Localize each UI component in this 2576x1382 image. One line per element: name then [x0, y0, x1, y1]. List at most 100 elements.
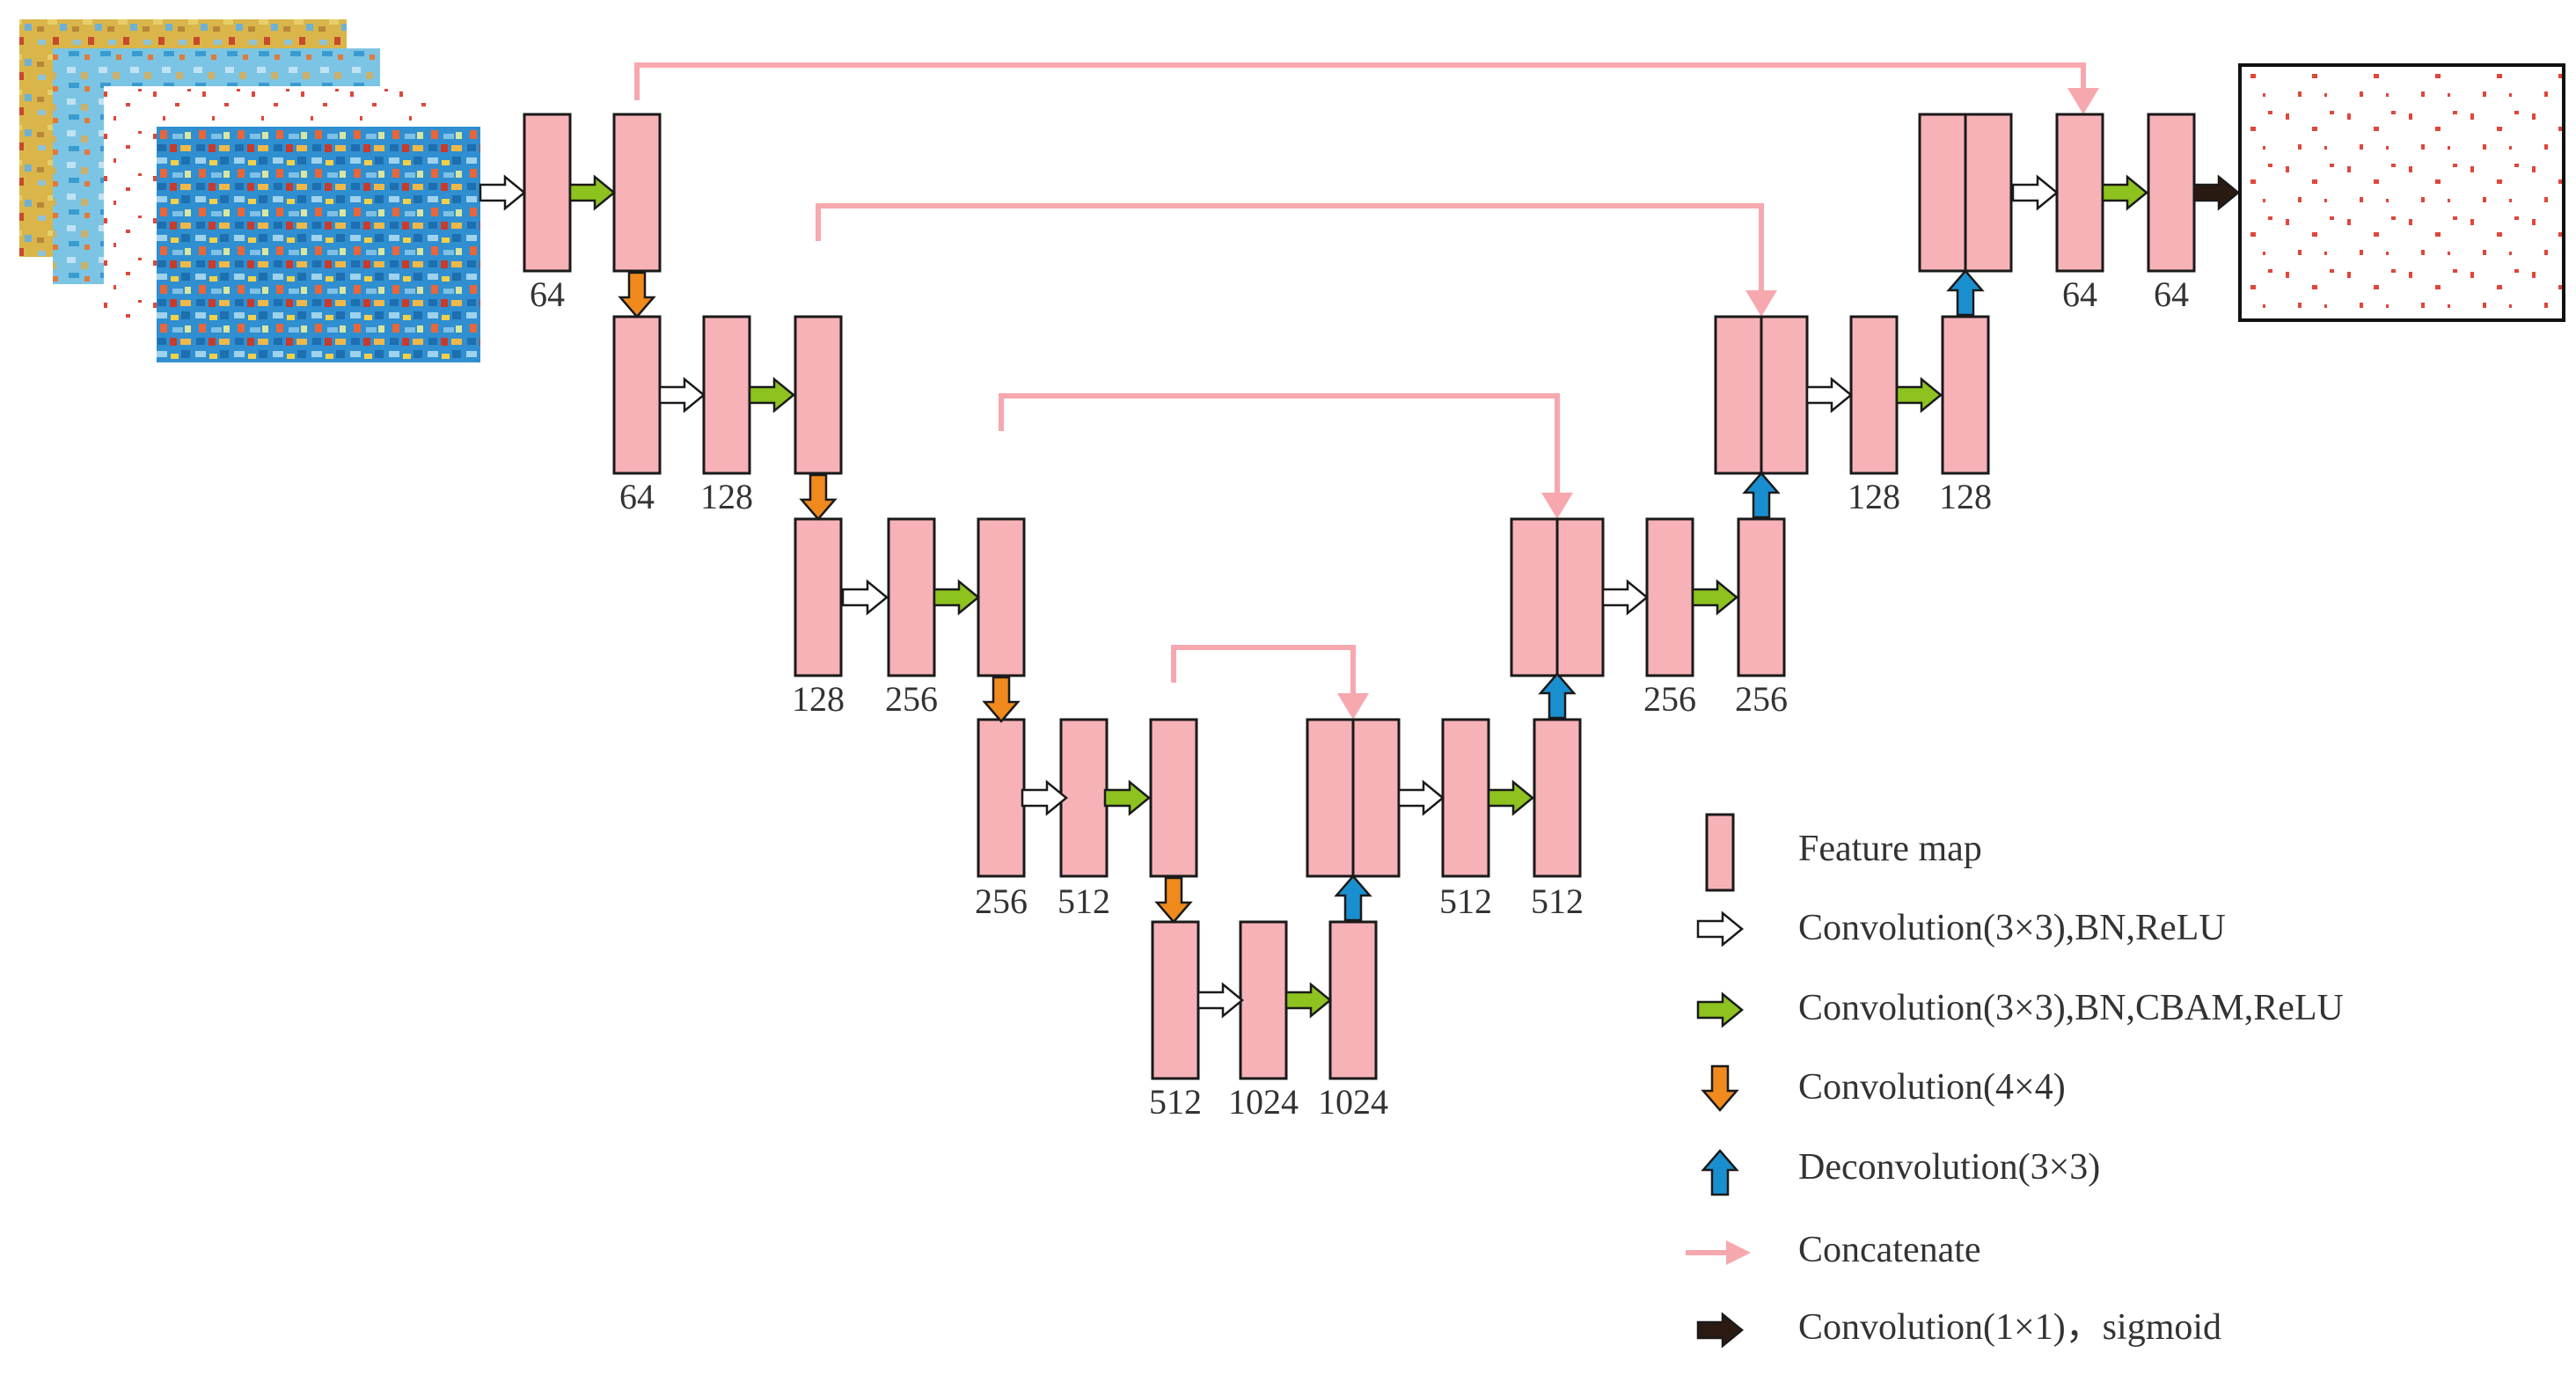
concatenate-arrowhead	[2067, 88, 2099, 114]
conv1x1-sigmoid-arrow-icon	[2192, 174, 2240, 211]
legend-pink-arrow-head	[1726, 1240, 1751, 1265]
downsample-arrow-icon	[618, 271, 656, 318]
feature-map	[1149, 718, 1198, 878]
legend-blue-up-arrow-icon	[1701, 1149, 1739, 1196]
conv-bn-relu-arrow-icon	[841, 579, 889, 616]
skip-connections	[634, 62, 2099, 720]
feature-map	[612, 113, 662, 273]
channel-label: 128	[1848, 477, 1900, 516]
conv-bn-relu-arrow-icon	[479, 174, 526, 211]
legend-pink-arrow-icon	[1686, 1240, 1751, 1265]
concatenate-connection	[999, 393, 1560, 496]
feature-map	[794, 315, 843, 475]
legend-conv4x4-label: Convolution(4×4)	[1798, 1067, 2066, 1108]
legend-white-arrow-shape	[1696, 910, 1744, 947]
conv-bn-cbam-relu-arrow-icon	[1895, 377, 1943, 413]
input-image-layer	[157, 127, 480, 362]
input-image-stack	[19, 19, 480, 362]
legend-black-arrow-shape	[1696, 1312, 1744, 1349]
channel-label: 64	[619, 477, 655, 516]
conv-bn-relu-arrow-icon	[2011, 174, 2059, 211]
conv-bn-cbam-relu-arrow-icon	[1103, 779, 1151, 816]
channel-label: 128	[1939, 477, 1992, 516]
conv-bn-cbam-relu-arrow-icon	[568, 174, 616, 211]
channel-label: 64	[2062, 274, 2097, 314]
feature-map	[1533, 718, 1582, 878]
feature-map	[1510, 517, 1559, 677]
feature-map	[1941, 315, 1990, 475]
feature-map	[702, 315, 751, 475]
channel-label: 64	[530, 274, 565, 314]
legend-green-arrow-icon	[1696, 991, 1744, 1028]
conv-bn-cbam-relu-arrow-icon	[1487, 779, 1534, 816]
channel-label: 512	[1057, 881, 1110, 921]
concatenate-connection	[1171, 645, 1356, 697]
concatenate-arrowhead	[1337, 693, 1369, 720]
conv-bn-cbam-relu-arrow-icon	[933, 579, 980, 616]
conv-bn-cbam-relu-arrow-icon	[1284, 982, 1332, 1019]
channel-label: 256	[1643, 679, 1696, 719]
deconv-arrow-icon	[1334, 874, 1372, 922]
deconv-arrow-icon	[1946, 269, 1985, 317]
feature-map	[1849, 315, 1899, 475]
concatenate-connection	[816, 203, 1764, 294]
channel-label: 256	[975, 881, 1028, 921]
channel-label: 512	[1439, 881, 1492, 921]
channel-label: 64	[2154, 274, 2189, 314]
feature-map	[794, 517, 843, 677]
channel-label: 1024	[1318, 1082, 1388, 1122]
feature-map	[523, 113, 572, 273]
conv-bn-relu-arrow-icon	[1397, 779, 1445, 816]
deconv-arrow-icon	[1538, 672, 1577, 720]
feature-map	[1239, 920, 1288, 1080]
feature-map	[1555, 517, 1605, 677]
concatenate-arrowhead	[1541, 493, 1573, 519]
downsample-arrow-icon	[1154, 876, 1193, 924]
conv-bn-relu-arrow-icon	[1601, 579, 1649, 616]
operation-arrows	[479, 174, 2240, 1019]
legend-feature-map-label: Feature map	[1798, 829, 1982, 869]
feature-map	[1964, 113, 2013, 273]
legend-conv-bn-relu-label: Convolution(3×3),BN,ReLU	[1798, 908, 2226, 948]
legend-conv1x1-sigmoid-label: Convolution(1×1)，sigmoid	[1798, 1307, 2221, 1348]
feature-map	[977, 718, 1026, 878]
legend-concatenate-label: Concatenate	[1798, 1230, 1981, 1270]
feature-map	[1645, 517, 1694, 677]
feature-map	[1441, 718, 1490, 878]
feature-map	[1328, 920, 1378, 1080]
legend-white-arrow-icon	[1696, 910, 1744, 947]
concatenate-connection	[634, 62, 2086, 100]
feature-maps	[523, 113, 2196, 1080]
feature-map	[977, 517, 1026, 677]
feature-map	[2147, 113, 2196, 273]
feature-map	[2055, 113, 2104, 273]
channel-label: 1024	[1228, 1082, 1299, 1122]
concatenate-arrowhead	[1745, 290, 1777, 317]
output-prediction-image	[2238, 63, 2565, 322]
feature-map	[1737, 517, 1786, 677]
deconv-arrow-icon	[1742, 472, 1781, 519]
channel-label: 256	[1735, 679, 1788, 719]
feature-map	[1059, 718, 1109, 878]
legend-blue-arrow-shape	[1701, 1149, 1739, 1196]
feature-map	[1714, 315, 1763, 475]
conv-bn-relu-arrow-icon	[1197, 982, 1244, 1019]
legend-green-arrow-shape	[1696, 991, 1744, 1028]
channel-label: 256	[885, 679, 938, 719]
downsample-arrow-icon	[799, 473, 838, 521]
legend-conv-bn-cbam-relu-label: Convolution(3×3),BN,CBAM,ReLU	[1798, 988, 2344, 1028]
legend-orange-down-arrow-icon	[1701, 1064, 1739, 1112]
feature-map	[1306, 718, 1355, 878]
feature-map	[612, 315, 662, 475]
feature-map	[1918, 113, 1967, 273]
legend-black-arrow-icon	[1696, 1312, 1744, 1349]
channel-label: 128	[792, 679, 845, 719]
channel-label: 512	[1149, 1082, 1202, 1122]
feature-map	[887, 517, 936, 677]
conv-bn-cbam-relu-arrow-icon	[748, 377, 795, 413]
legend-feature-map-swatch	[1705, 813, 1735, 892]
downsample-arrow-icon	[982, 676, 1021, 723]
feature-map	[1151, 920, 1200, 1080]
